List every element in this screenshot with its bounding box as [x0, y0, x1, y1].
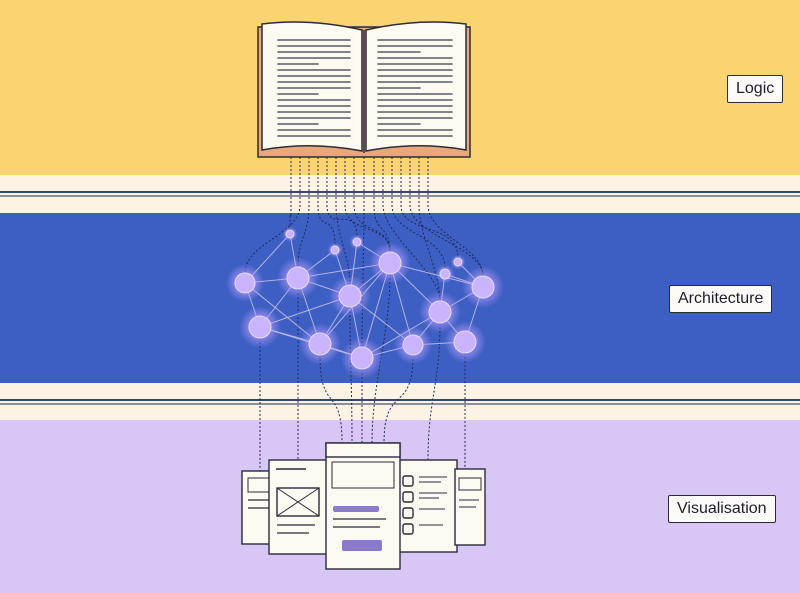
- ui-wireframes-icon: [241, 442, 486, 570]
- connector-line: [289, 157, 292, 231]
- network-node: [453, 330, 477, 354]
- network-node: [402, 334, 424, 356]
- logic-label: Logic: [727, 75, 784, 103]
- architecture-label: Architecture: [669, 285, 773, 313]
- network-node: [453, 257, 463, 267]
- separator-band-top: [0, 175, 800, 213]
- connector-line: [244, 157, 301, 274]
- open-book-icon: [257, 21, 471, 158]
- network-node: [439, 268, 451, 280]
- network-node: [330, 245, 340, 255]
- connector-line: [391, 157, 446, 270]
- connector-line: [383, 354, 414, 444]
- network-node: [352, 237, 362, 247]
- connector-line: [297, 157, 310, 268]
- separator-band-bottom: [0, 383, 800, 420]
- logic-to-architecture-connectors: [244, 157, 484, 348]
- network-node: [248, 315, 272, 339]
- connector-line: [361, 157, 365, 348]
- network-node: [338, 284, 362, 308]
- visualisation-label: Visualisation: [668, 495, 776, 523]
- connector-line: [317, 157, 336, 247]
- connector-line: [335, 157, 351, 286]
- connector-line: [409, 157, 484, 277]
- network-node: [234, 272, 256, 294]
- network-nodes: [226, 226, 504, 379]
- network-node: [378, 251, 402, 275]
- network-node: [286, 266, 310, 290]
- connector-line: [373, 157, 391, 253]
- network-node: [285, 229, 295, 239]
- network-node: [308, 332, 332, 356]
- connector-line: [382, 157, 441, 302]
- network-node: [350, 346, 374, 370]
- connector-line: [427, 322, 441, 461]
- connector-line: [319, 354, 343, 444]
- connector-line: [418, 157, 441, 302]
- connector-line: [353, 157, 391, 253]
- network-node: [428, 300, 452, 324]
- network-node: [471, 275, 495, 299]
